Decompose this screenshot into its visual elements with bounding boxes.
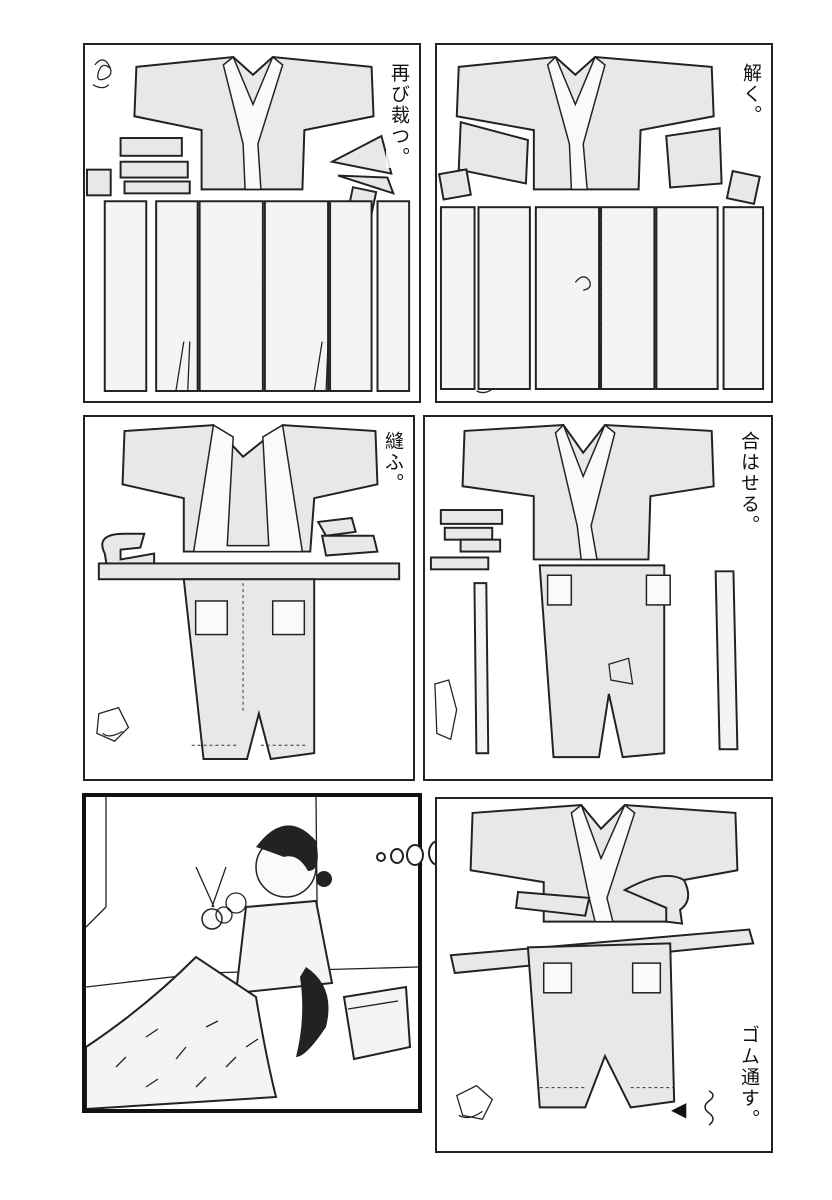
elastic-cord-icon [704,1090,714,1126]
arrow-left-icon: ◀ [671,1097,687,1121]
panel-woman-cutting [82,793,422,1113]
kimono-pieces-illustration [85,55,411,392]
caption-thread-elastic: ゴム通す。 [736,1025,763,1130]
caption-join: 合はせる。 [736,431,763,536]
thought-bubble-small [376,852,386,862]
caption-sew: 縫ふ。 [380,431,407,494]
panel-sew: 縫ふ。 [83,415,415,781]
unpicked-kimono-illustration [437,55,765,394]
caption-unpick: 解く。 [738,63,765,126]
caption-cut-again: 再び裁つ。 [386,63,413,168]
joined-pieces-illustration [429,423,739,759]
panel-cut-again: 再び裁つ。 [83,43,421,403]
thought-bubble-large [406,844,424,866]
panel-thread-elastic: ◀ ゴム通す。 [435,797,773,1153]
panel-unpick: 解く。 [435,43,773,403]
finished-garment-illustration [449,803,755,1120]
woman-sewing-illustration [86,797,418,1109]
thought-bubble-medium [390,848,404,864]
sewn-garment-illustration [96,423,401,761]
panel-join: 合はせる。 [423,415,773,781]
